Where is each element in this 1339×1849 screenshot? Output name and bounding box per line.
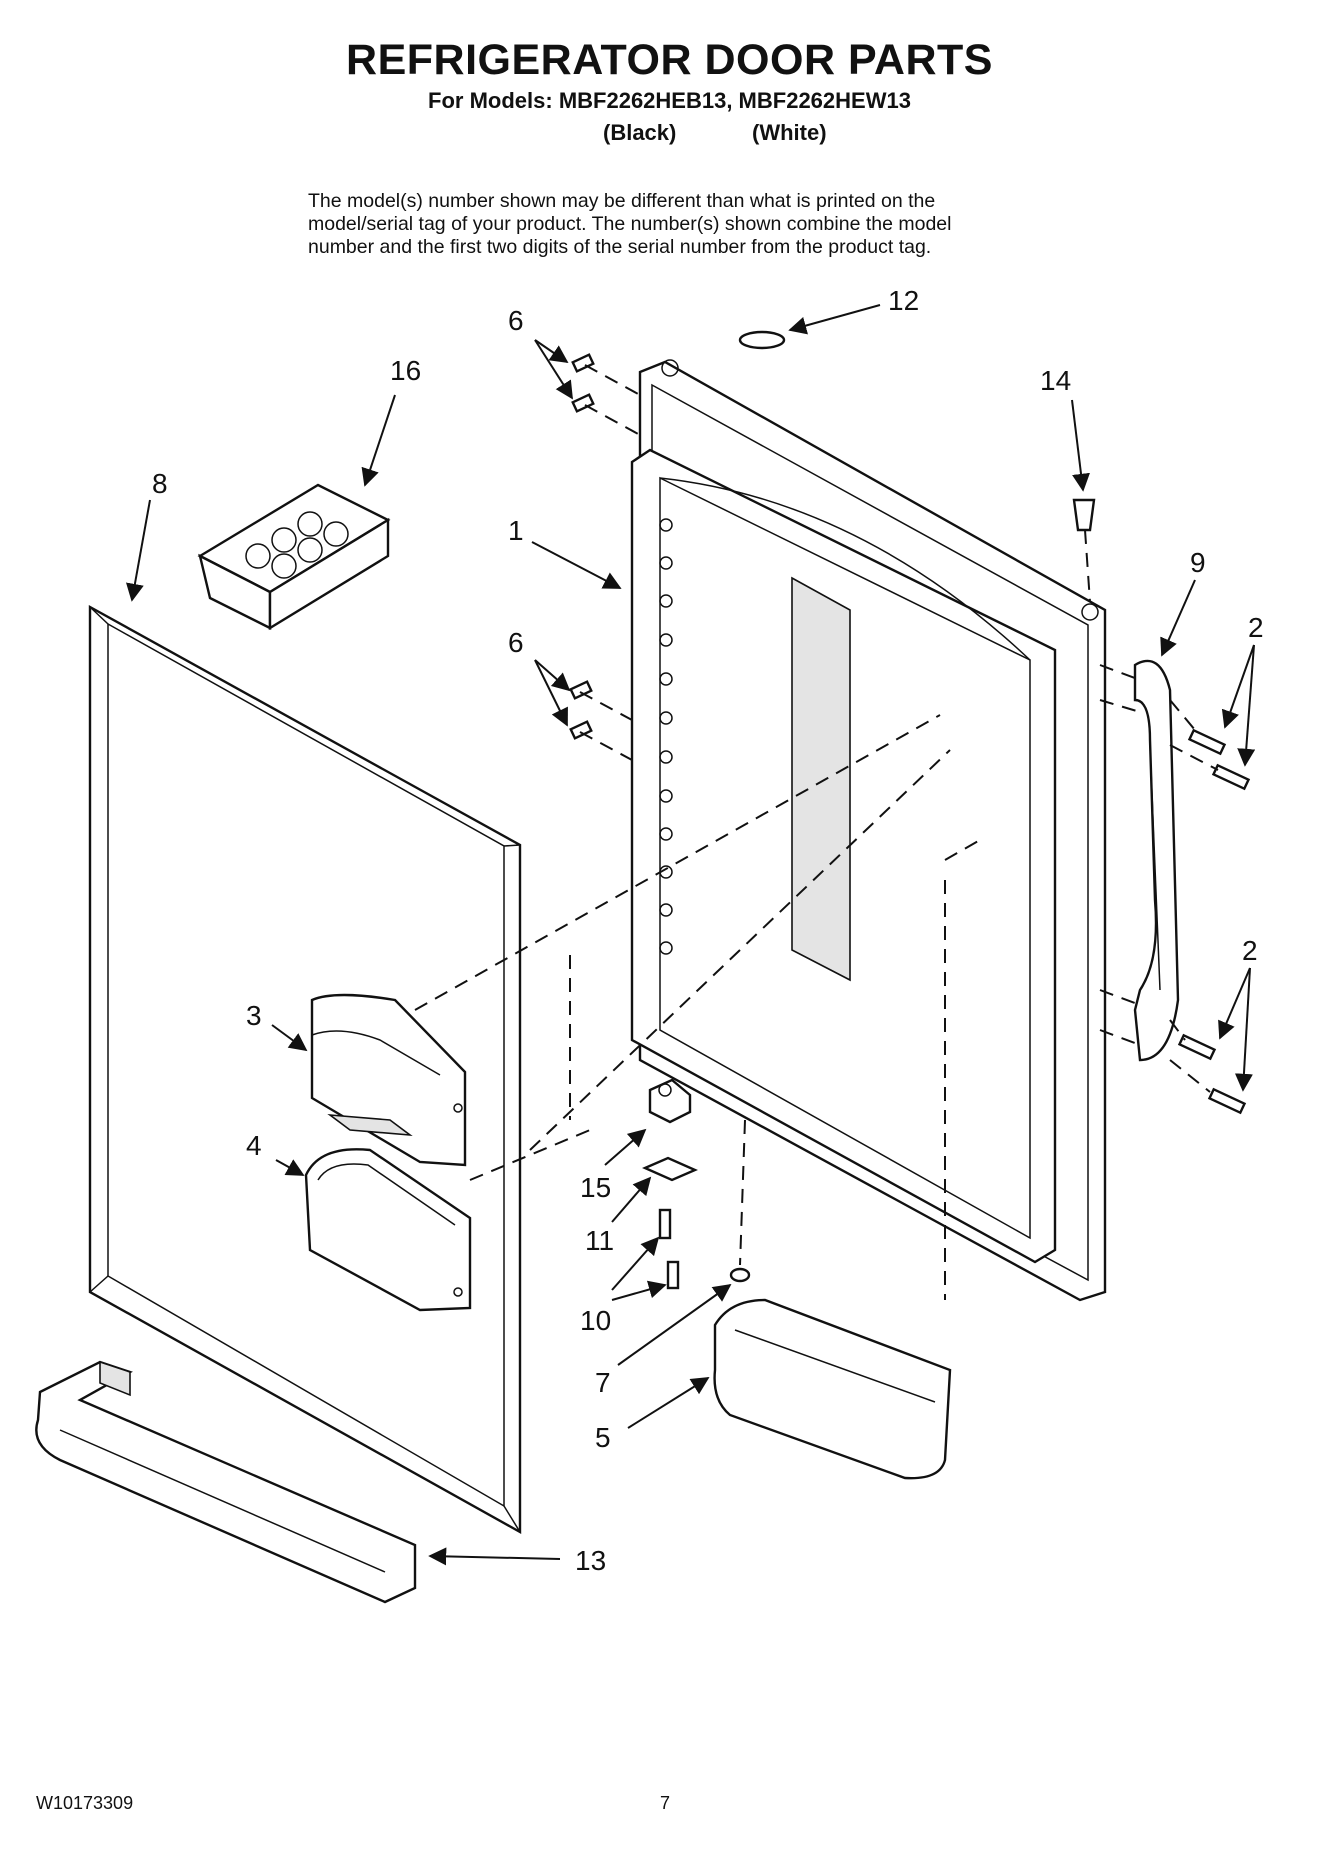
door-gasket [630, 448, 1057, 1264]
page-title: REFRIGERATOR DOOR PARTS [346, 36, 993, 84]
callout-4: 4 [246, 1130, 262, 1161]
callout-leaders [126, 304, 1256, 1566]
handle-cap [1072, 498, 1096, 532]
assembly-lines [414, 364, 1219, 1300]
bottom-door-bin [35, 1360, 417, 1604]
callout-12: 12 [888, 285, 919, 316]
models-line: For Models: MBF2262HEB13, MBF2262HEW13 [428, 88, 911, 113]
callout-8: 8 [152, 468, 168, 499]
dairy-bin [304, 1148, 472, 1312]
dairy-compartment [310, 993, 467, 1167]
plug-button [738, 330, 786, 350]
callout-10: 10 [580, 1305, 611, 1336]
variant-black: (Black) [603, 120, 677, 145]
note-line-2: model/serial tag of your product. The nu… [308, 213, 952, 235]
callout-15: 15 [580, 1172, 611, 1203]
egg-tray [197, 483, 391, 631]
note-line-3: number and the first two digits of the s… [308, 236, 932, 258]
door-hinge [648, 1078, 692, 1124]
callout-2-lower: 2 [1242, 935, 1258, 966]
page-number: 7 [660, 1793, 671, 1813]
callout-labels: 6 12 16 14 8 1 9 2 6 2 3 4 15 11 10 7 5 … [152, 285, 1264, 1576]
door-handle [1133, 659, 1180, 1062]
callout-13: 13 [575, 1545, 606, 1576]
callout-16: 16 [390, 355, 421, 386]
bin-stop [729, 1267, 751, 1283]
door-bin [713, 1298, 952, 1480]
callout-1: 1 [508, 515, 524, 546]
variant-white: (White) [752, 120, 827, 145]
document-number: W10173309 [36, 1793, 134, 1813]
screws [569, 353, 1251, 1290]
callout-6: 6 [508, 305, 524, 336]
model-number-note: The model(s) number shown may be differe… [308, 190, 1108, 259]
gasket-clips [659, 518, 673, 955]
callout-9: 9 [1190, 547, 1206, 578]
callout-14: 14 [1040, 365, 1071, 396]
hinge-shim [642, 1156, 698, 1182]
callout-7: 7 [595, 1367, 611, 1398]
callout-5: 5 [595, 1422, 611, 1453]
callout-2: 2 [1248, 612, 1264, 643]
note-line-1: The model(s) number shown may be differe… [308, 190, 936, 212]
callout-6-lower: 6 [508, 627, 524, 658]
callout-11: 11 [585, 1225, 614, 1256]
callout-3: 3 [246, 1000, 262, 1031]
